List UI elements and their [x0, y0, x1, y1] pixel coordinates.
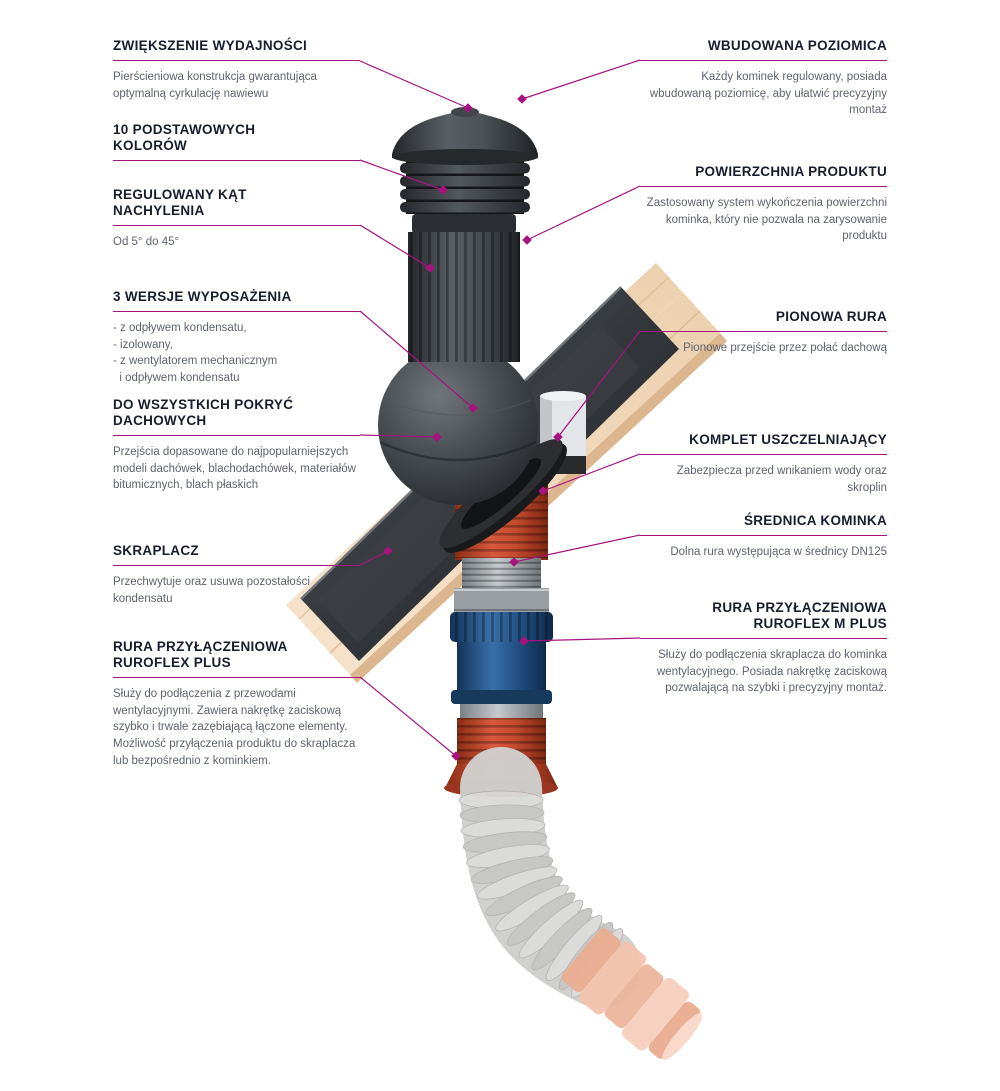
callout-description: - z odpływem kondensatu, - izolowany, - …	[113, 322, 278, 385]
callout-title: PIONOWA RURA	[640, 309, 887, 332]
callout-title: POWIERZCHNIA PRODUKTU	[640, 164, 887, 187]
callout-title: KOMPLET USZCZELNIAJĄCY	[640, 432, 887, 455]
callout-description: Przechwytuje oraz usuwa pozostałości kon…	[113, 576, 310, 605]
callout-built-in-level: WBUDOWANA POZIOMICA Każdy kominek regulo…	[640, 38, 887, 119]
duct-end	[561, 928, 703, 1061]
callout-description: Od 5° do 45°	[113, 236, 180, 248]
callout-description: Służy do podłączenia z przewodami wentyl…	[113, 688, 356, 767]
ruroflex-connector	[457, 718, 546, 764]
callout-description: Przejścia dopasowane do najpopularniejsz…	[113, 446, 356, 492]
callout-title: DO WSZYSTKICH POKRYĆ DACHOWYCH	[113, 397, 360, 436]
threaded-section	[462, 558, 541, 588]
callout-description: Każdy kominek regulowany, posiada wbudow…	[649, 71, 887, 117]
callout-title: RURA PRZYŁĄCZENIOWA RUROFLEX PLUS	[113, 639, 360, 678]
callout-markers	[383, 94, 563, 761]
callout-condensate-trap: SKRAPLACZ Przechwytuje oraz usuwa pozost…	[113, 543, 360, 607]
callout-description: Pionowe przejście przez połać dachową	[683, 342, 887, 354]
callout-title: REGULOWANY KĄT NACHYLENIA	[113, 187, 360, 226]
callout-increased-efficiency: ZWIĘKSZENIE WYDAJNOŚCI Pierścieniowa kon…	[113, 38, 360, 102]
callout-title: WBUDOWANA POZIOMICA	[640, 38, 887, 61]
chimney-cap	[392, 107, 538, 165]
callout-description: Zabezpiecza przed wnikaniem wody oraz sk…	[676, 465, 887, 494]
callout-description: Dolna rura występująca w średnicy DN125	[670, 546, 887, 558]
callout-title: ZWIĘKSZENIE WYDAJNOŚCI	[113, 38, 360, 61]
flexible-duct	[458, 747, 641, 1008]
callout-all-roof-coverings: DO WSZYSTKICH POKRYĆ DACHOWYCH Przejścia…	[113, 397, 360, 494]
ruroflex-m-plus-coupling	[457, 642, 546, 690]
callout-title: ŚREDNICA KOMINKA	[640, 513, 887, 536]
callout-three-versions: 3 WERSJE WYPOSAŻENIA - z odpływem konden…	[113, 289, 360, 387]
callout-ruroflex-plus: RURA PRZYŁĄCZENIOWA RUROFLEX PLUS Służy …	[113, 639, 360, 769]
callout-basic-colors: 10 PODSTAWOWYCH KOLORÓW	[113, 122, 360, 169]
chimney-body	[408, 214, 520, 362]
callout-title: RURA PRZYŁĄCZENIOWA RUROFLEX M PLUS	[640, 600, 887, 639]
callout-vertical-pipe: PIONOWA RURA Pionowe przejście przez poł…	[640, 309, 887, 357]
ball-joint	[378, 345, 538, 505]
callout-product-surface: POWIERZCHNIA PRODUKTU Zastosowany system…	[640, 164, 887, 245]
callout-adjustable-angle: REGULOWANY KĄT NACHYLENIA Od 5° do 45°	[113, 187, 360, 251]
callout-title: SKRAPLACZ	[113, 543, 360, 566]
callout-description: Zastosowany system wykończenia powierzch…	[646, 197, 887, 243]
lower-pipe-stack	[444, 460, 558, 797]
callout-ruroflex-m-plus: RURA PRZYŁĄCZENIOWA RUROFLEX M PLUS Służ…	[640, 600, 887, 697]
callout-description: Służy do podłączenia skraplacza do komin…	[656, 649, 887, 695]
callout-chimney-diameter: ŚREDNICA KOMINKA Dolna rura występująca …	[640, 513, 887, 561]
callout-title: 10 PODSTAWOWYCH KOLORÓW	[113, 122, 360, 161]
clamp-nut	[450, 612, 553, 642]
callout-title: 3 WERSJE WYPOSAŻENIA	[113, 289, 360, 312]
dn125-pipe	[455, 460, 548, 560]
cap-louvers	[400, 150, 530, 214]
sealing-collar	[439, 439, 567, 553]
callout-sealing-kit: KOMPLET USZCZELNIAJĄCY Zabezpiecza przed…	[640, 432, 887, 496]
vertical-pipe	[540, 391, 586, 474]
collar-ring	[454, 588, 549, 612]
callout-connectors	[359, 59, 641, 757]
callout-description: Pierścieniowa konstrukcja gwarantująca o…	[113, 71, 317, 100]
